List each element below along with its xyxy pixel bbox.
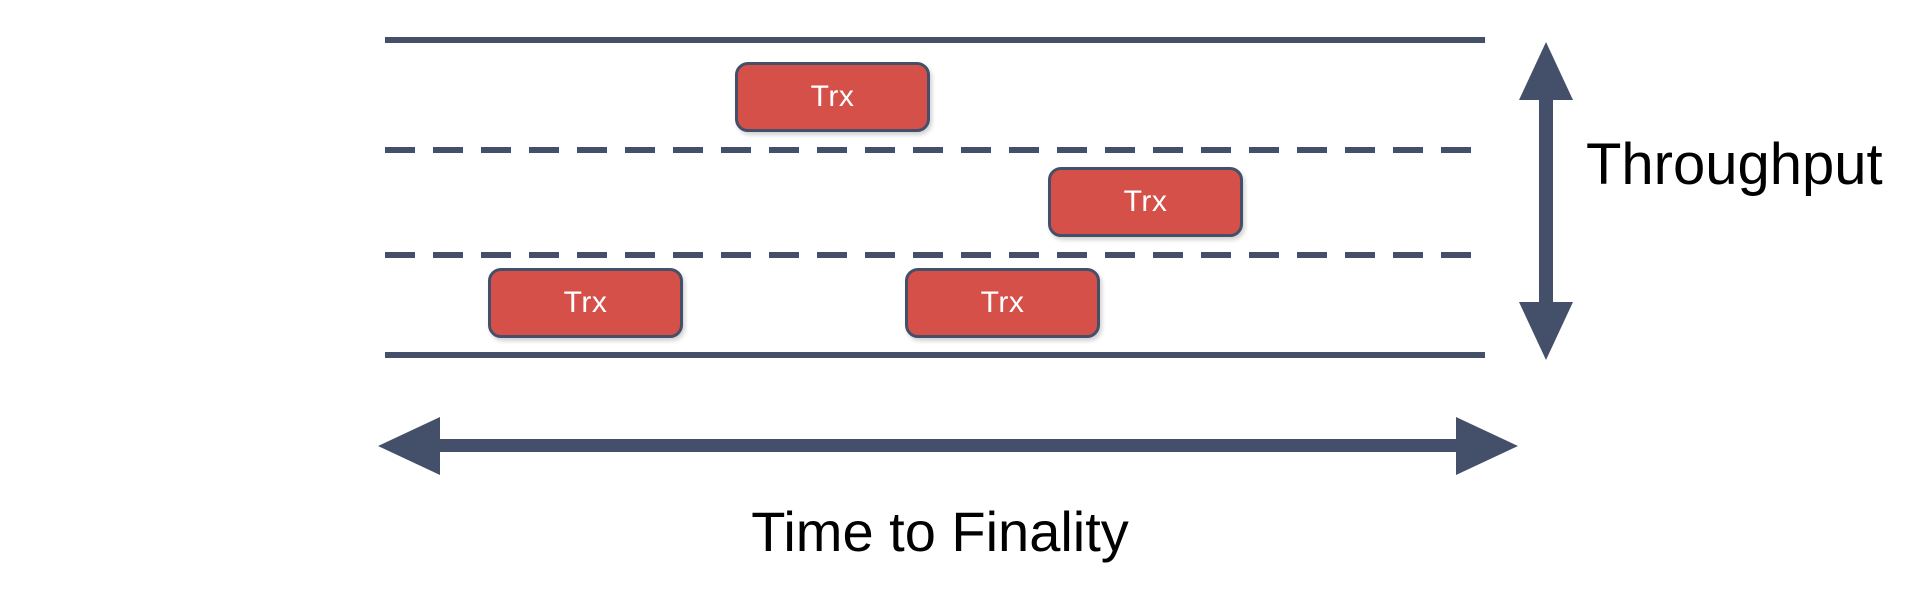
lane-boundary-line-middle-lower <box>385 252 1485 258</box>
transaction-box: Trx <box>1048 167 1243 237</box>
transaction-box: Trx <box>735 62 930 132</box>
time-to-finality-arrow-icon <box>378 417 1518 475</box>
lane-boundary-line-top <box>385 37 1485 43</box>
lane-boundary-line-bottom <box>385 352 1485 358</box>
lane-boundary-line-middle-upper <box>385 147 1485 153</box>
transaction-box: Trx <box>905 268 1100 338</box>
transaction-box: Trx <box>488 268 683 338</box>
throughput-axis-label: Throughput <box>1586 132 1883 197</box>
time-to-finality-axis-label: Time to Finality <box>751 500 1129 563</box>
throughput-arrow-icon <box>1519 42 1573 360</box>
